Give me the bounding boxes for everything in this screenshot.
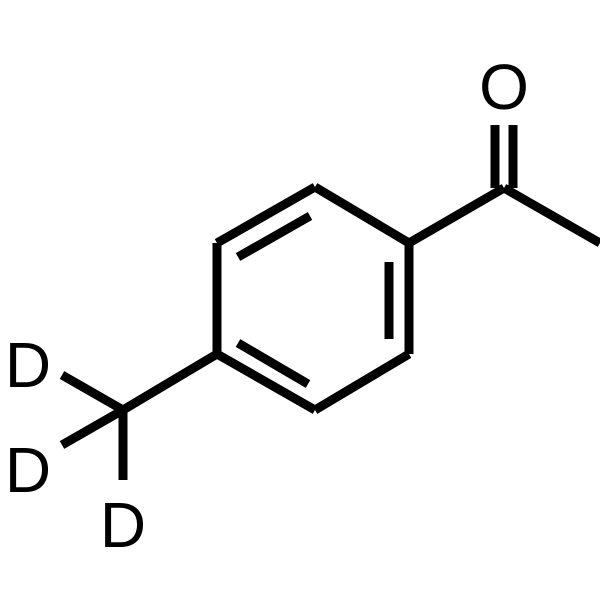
- deuterium-label-top: D: [5, 329, 51, 401]
- deuterium-label-middle: D: [5, 434, 51, 506]
- bond-cd3-to-d-middle: [59, 406, 126, 449]
- trideuteromethyl-group: D D D: [5, 329, 220, 561]
- bond-ring-to-cd3: [120, 350, 220, 414]
- ring-bond-top-left: [214, 183, 318, 247]
- ring-inner-double-bond-top: [235, 212, 313, 261]
- bond-cd3-to-d-top: [59, 371, 126, 414]
- acetyl-group: O: [406, 51, 600, 247]
- ring-bond-bottom-right: [312, 350, 412, 414]
- benzene-ring: [212, 183, 414, 414]
- deuterium-label-bottom: D: [100, 489, 146, 561]
- ring-bond-bottom-left: [214, 350, 318, 414]
- oxygen-atom-label: O: [479, 51, 529, 123]
- bond-ring-to-carbonyl: [406, 184, 507, 247]
- bond-carbonyl-to-methyl: [501, 184, 600, 247]
- ring-inner-double-bond-bottom: [235, 339, 311, 388]
- ring-bond-top-right: [312, 183, 412, 247]
